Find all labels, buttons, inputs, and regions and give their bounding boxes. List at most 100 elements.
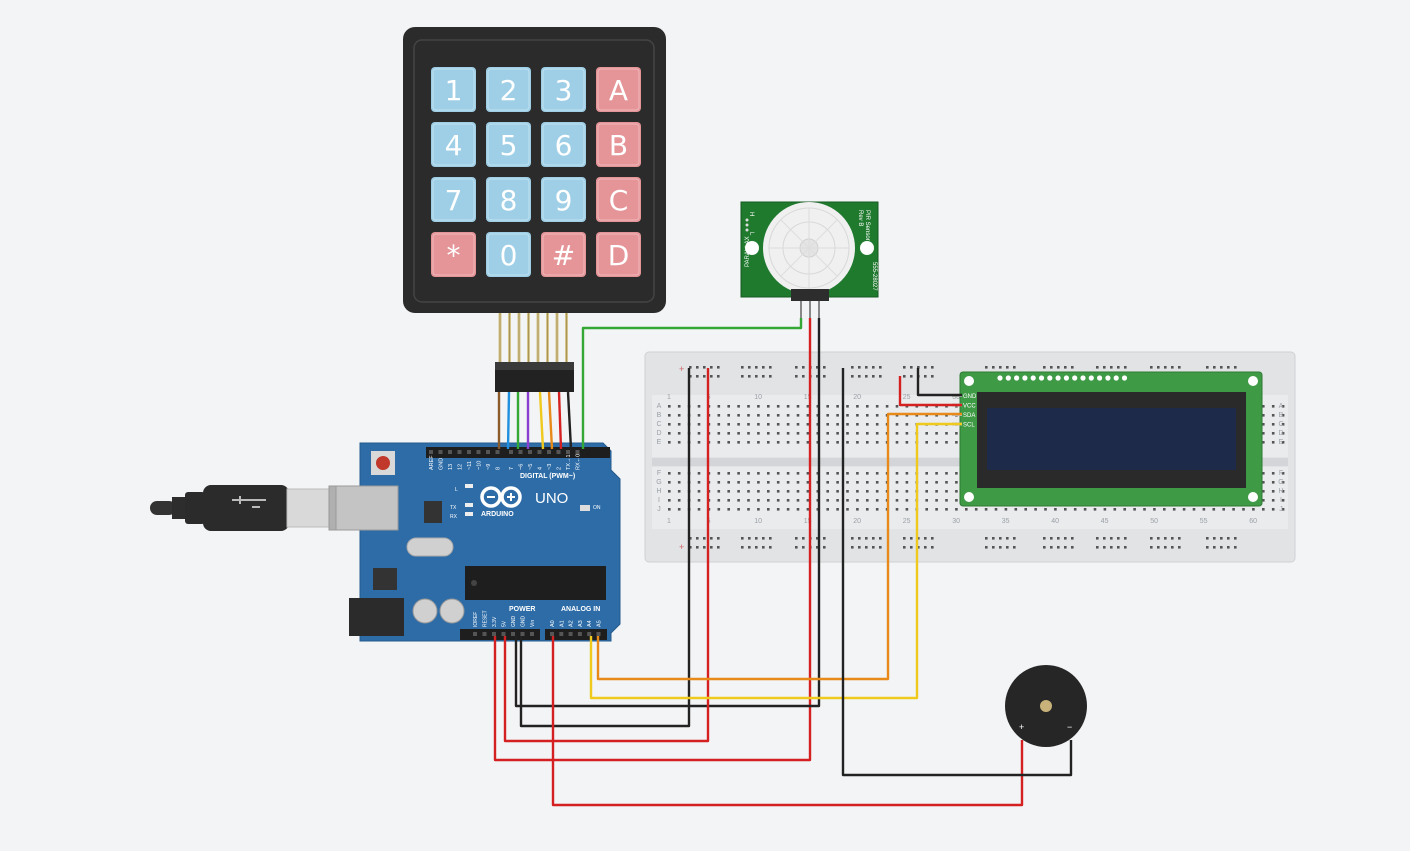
keypad-key-label: 4 bbox=[445, 129, 463, 162]
keypad-key-#[interactable]: # bbox=[541, 232, 586, 277]
column-number: 1 bbox=[667, 394, 671, 401]
power-pin-label: RESET bbox=[483, 610, 489, 627]
power-pin-label: 3.3V bbox=[492, 616, 498, 627]
lcd-gnd-wire[interactable] bbox=[916, 368, 962, 397]
keypad-key-D[interactable]: D bbox=[596, 232, 641, 277]
lcd-mount-hole bbox=[1248, 492, 1258, 502]
row-letter: I bbox=[658, 497, 660, 504]
pir-jumper-l: L bbox=[748, 232, 754, 236]
keypad-key-0[interactable]: 0 bbox=[486, 232, 531, 277]
pir-sensor[interactable]: PARALLAX 555-28027 PIR Sensor Rev B H L bbox=[740, 201, 879, 318]
digital-pin-label: ~5 bbox=[528, 464, 534, 470]
lcd-pin-vcc: VCC bbox=[963, 404, 976, 410]
keypad-key-label: 0 bbox=[500, 239, 518, 272]
pir-signal-wire[interactable] bbox=[581, 318, 803, 449]
column-number: 30 bbox=[952, 394, 960, 401]
pir-rev-text: Rev B bbox=[857, 210, 863, 226]
power-pin-label: GND bbox=[511, 616, 517, 628]
keypad-key-4[interactable]: 4 bbox=[431, 122, 476, 167]
analog-pin-label: A5 bbox=[597, 620, 603, 627]
led-rx-label: RX bbox=[450, 514, 458, 520]
keypad-wire[interactable] bbox=[506, 391, 511, 450]
analog-header bbox=[545, 629, 607, 640]
pir-vcc-wire[interactable] bbox=[493, 318, 812, 762]
row-letter: E bbox=[1279, 439, 1284, 446]
column-number: 20 bbox=[853, 518, 861, 525]
keypad-key-B[interactable]: B bbox=[596, 122, 641, 167]
keypad-key-label: 6 bbox=[555, 129, 573, 162]
keypad-key-8[interactable]: 8 bbox=[486, 177, 531, 222]
column-number: 20 bbox=[853, 394, 861, 401]
column-number: 60 bbox=[1249, 518, 1257, 525]
row-letter: I bbox=[1280, 497, 1282, 504]
column-number: 10 bbox=[754, 518, 762, 525]
digital-pin-label: 12 bbox=[458, 464, 464, 470]
analog-pin-label: A4 bbox=[587, 620, 593, 627]
row-letter: G bbox=[1278, 479, 1283, 486]
column-number: 15 bbox=[804, 518, 812, 525]
rail-plus-label: + bbox=[679, 364, 684, 374]
keypad-key-label: 8 bbox=[500, 184, 518, 217]
led-tx-label: TX bbox=[450, 505, 457, 511]
rail-gnd-wire[interactable] bbox=[519, 368, 691, 728]
keypad-key-2[interactable]: 2 bbox=[486, 67, 531, 112]
pir-title-text: PIR Sensor bbox=[864, 210, 870, 241]
keypad-key-label: * bbox=[447, 239, 461, 272]
keypad-key-7[interactable]: 7 bbox=[431, 177, 476, 222]
keypad-key-label: B bbox=[609, 129, 628, 162]
analog-pin-label: A2 bbox=[569, 620, 575, 627]
piezo-buzzer[interactable]: + − bbox=[1005, 665, 1087, 747]
keypad-key-*[interactable]: * bbox=[431, 232, 476, 277]
lcd-header-pins bbox=[997, 375, 1128, 381]
digital-pin-label: AREF bbox=[429, 455, 435, 470]
digital-pin-label: 13 bbox=[448, 464, 454, 470]
lcd-sda-wire[interactable] bbox=[596, 412, 962, 681]
keypad-key-9[interactable]: 9 bbox=[541, 177, 586, 222]
keypad-key-6[interactable]: 6 bbox=[541, 122, 586, 167]
pir-part-text: 555-28027 bbox=[871, 262, 877, 291]
rail-power-wire[interactable] bbox=[503, 368, 710, 743]
keypad-key-label: C bbox=[609, 184, 629, 217]
keypad-key-A[interactable]: A bbox=[596, 67, 641, 112]
lcd-mount-hole bbox=[1248, 376, 1258, 386]
row-letter: F bbox=[657, 470, 661, 477]
buzzer-gnd-wire[interactable] bbox=[841, 368, 1073, 777]
lcd-pin-gnd: GND bbox=[963, 394, 977, 400]
keypad-wire[interactable] bbox=[557, 391, 563, 450]
row-letter: A bbox=[657, 403, 662, 410]
keypad-key-C[interactable]: C bbox=[596, 177, 641, 222]
row-letter: D bbox=[1278, 430, 1283, 437]
keypad-wire[interactable] bbox=[547, 391, 554, 450]
lcd-scl-wire[interactable] bbox=[589, 422, 962, 700]
buzzer-signal-wire[interactable] bbox=[551, 636, 1024, 807]
power-header bbox=[460, 629, 540, 640]
usb-b-port bbox=[335, 485, 399, 531]
reset-button[interactable] bbox=[376, 456, 390, 470]
digital-label: DIGITAL (PWM~) bbox=[520, 473, 575, 480]
row-letter: D bbox=[656, 430, 661, 437]
crystal-oscillator bbox=[406, 537, 454, 557]
keypad-key-label: 2 bbox=[500, 74, 518, 107]
digital-pin-label: 8 bbox=[496, 467, 502, 470]
keypad-key-3[interactable]: 3 bbox=[541, 67, 586, 112]
row-letter: C bbox=[1278, 421, 1283, 428]
row-letter: A bbox=[1279, 403, 1284, 410]
atmega-chip bbox=[465, 566, 606, 600]
pir-gnd-wire[interactable] bbox=[514, 318, 821, 708]
keypad-wire[interactable] bbox=[566, 391, 573, 450]
keypad-key-label: A bbox=[609, 74, 628, 107]
column-number: 35 bbox=[1002, 518, 1010, 525]
keypad-key-1[interactable]: 1 bbox=[431, 67, 476, 112]
digital-pin-label: TX→1 bbox=[566, 454, 572, 470]
keypad-wire[interactable] bbox=[538, 391, 545, 450]
keypad-key-5[interactable]: 5 bbox=[486, 122, 531, 167]
lcd-vcc-wire[interactable] bbox=[898, 376, 962, 407]
